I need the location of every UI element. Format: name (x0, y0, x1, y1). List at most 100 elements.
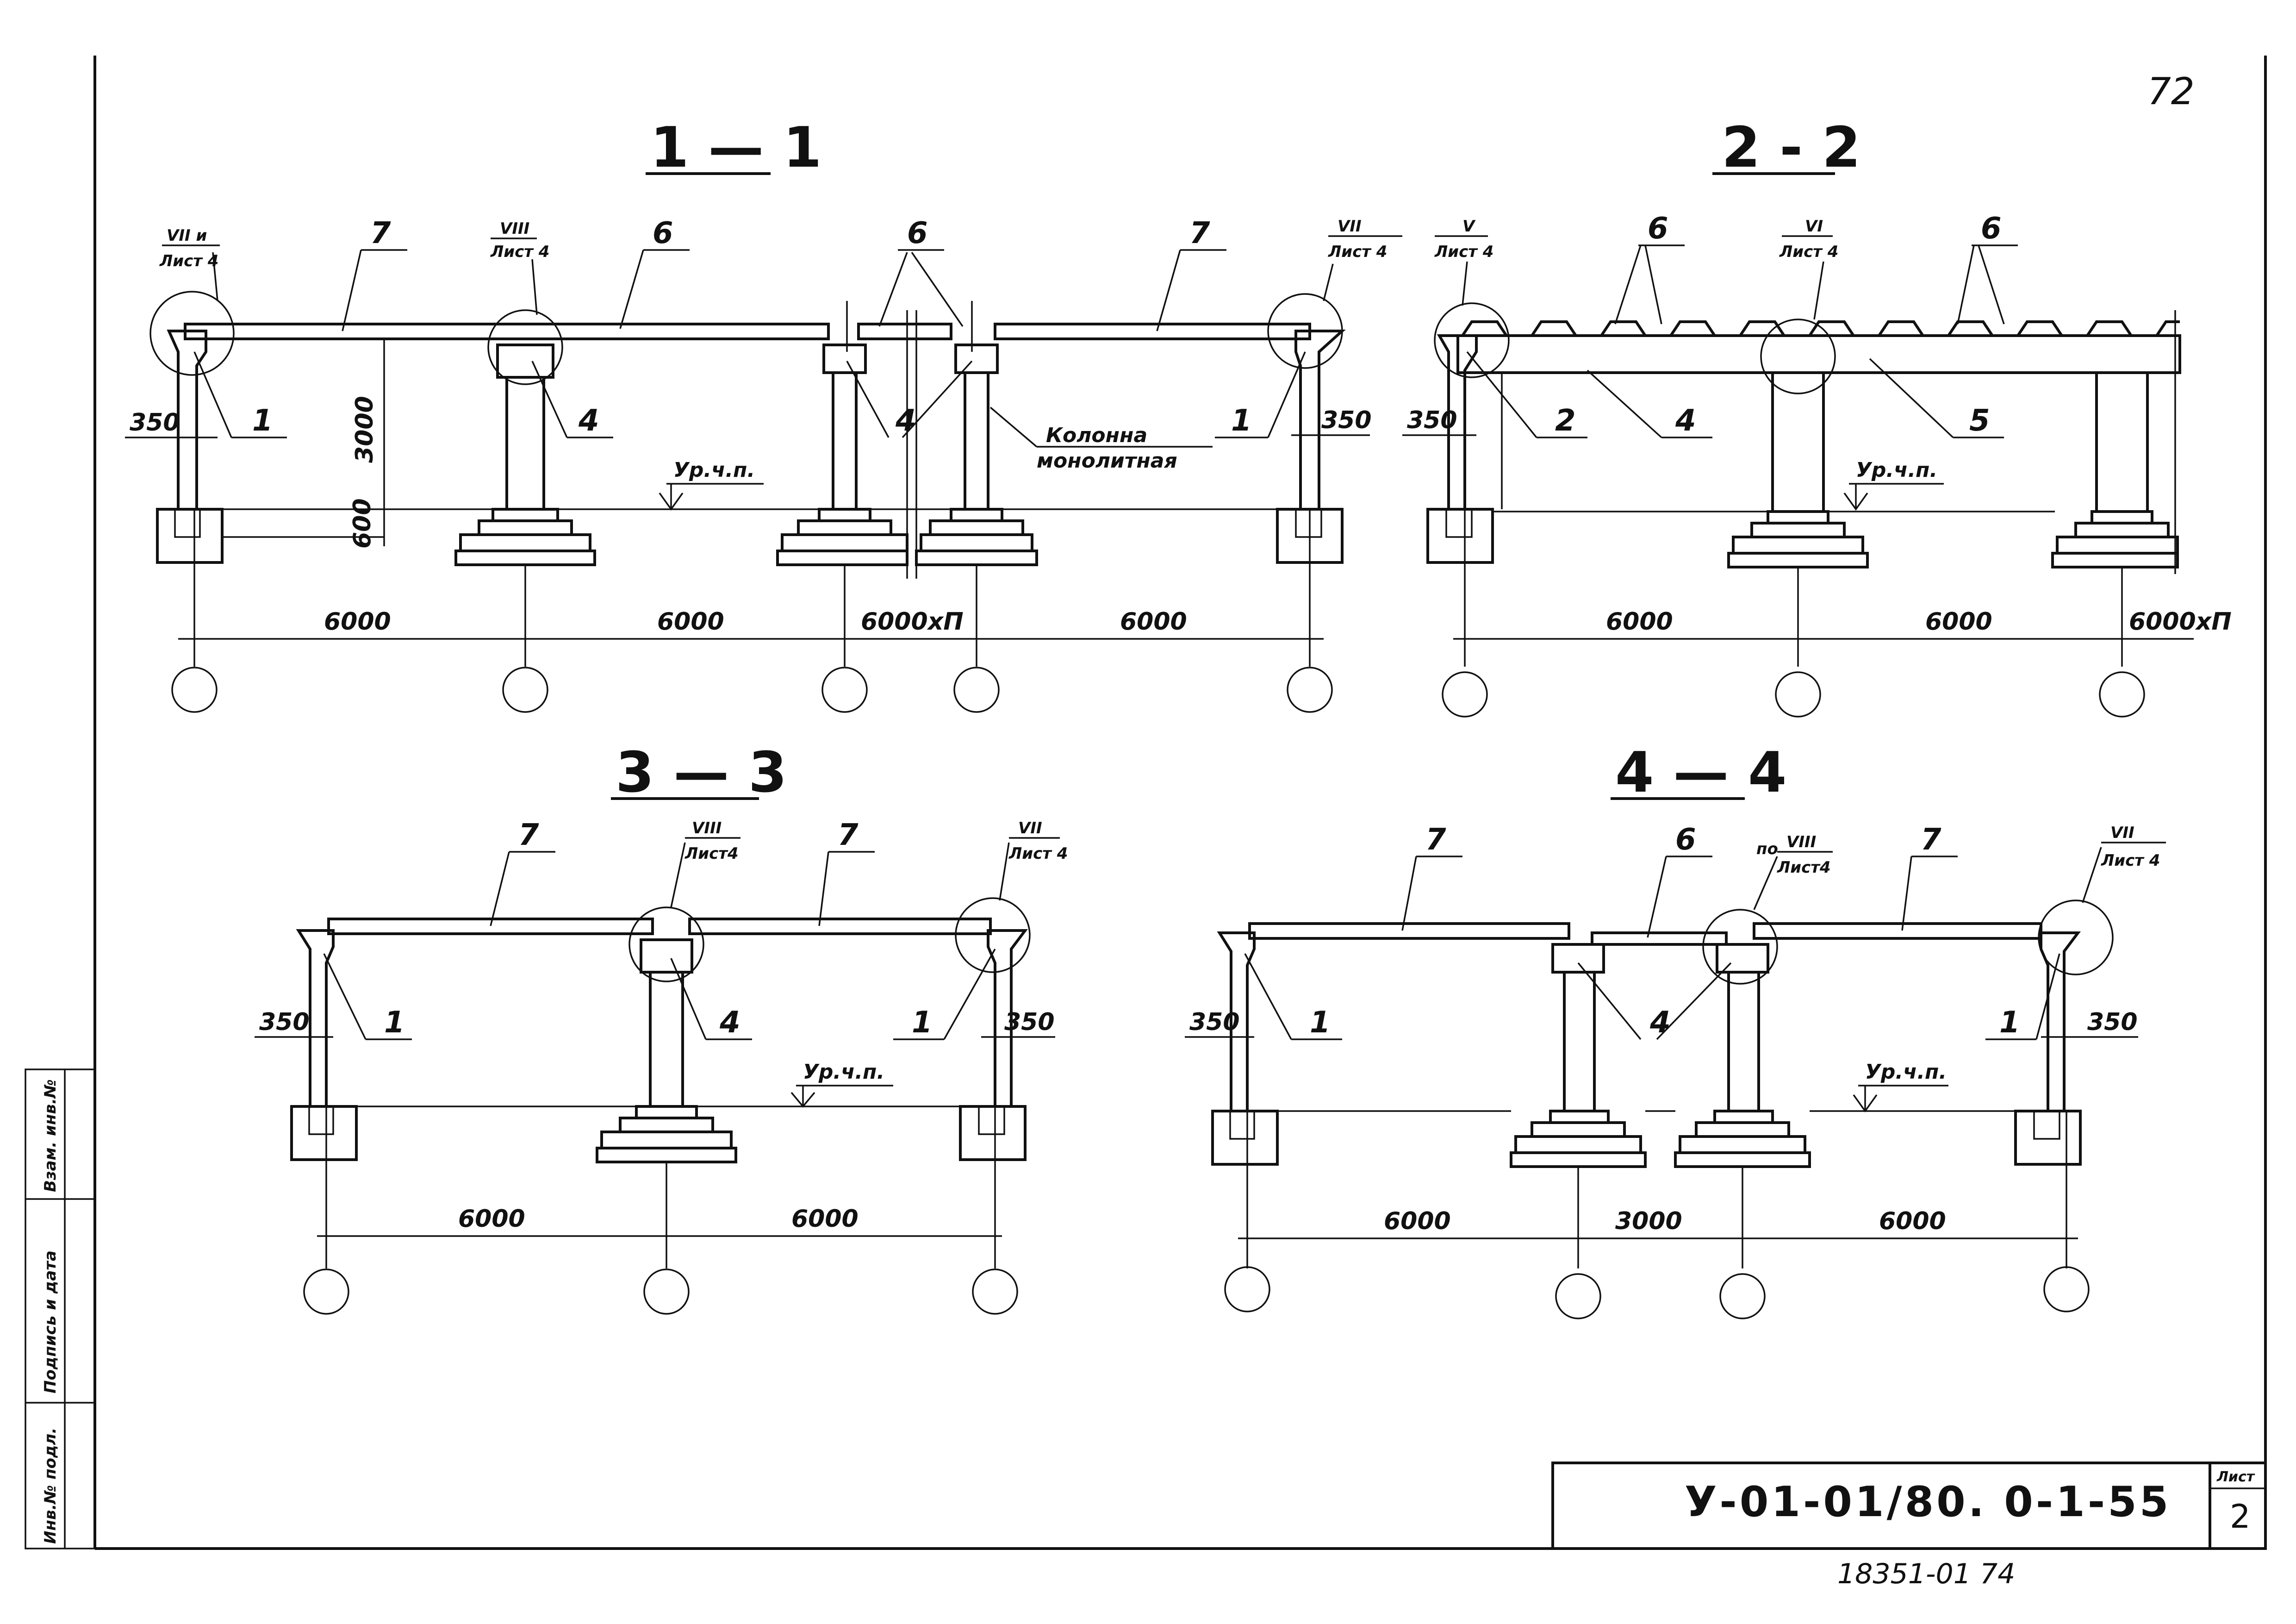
node-label: VIII (692, 819, 722, 837)
drawing-code: У-01-01/80. 0-1-55 (1685, 1478, 2171, 1526)
axis-bubble (2099, 671, 2145, 718)
mark-7: 7 (1189, 216, 1210, 250)
axis-bubble (1775, 671, 1821, 718)
axis-bubble (1555, 1273, 1601, 1319)
span-dim: 6000 (657, 608, 724, 636)
span-dim: 6000 (1384, 1207, 1451, 1235)
mark-7: 7 (370, 216, 391, 250)
span-dim: 6000 (458, 1205, 525, 1233)
dim-350: 350 (1189, 1008, 1240, 1036)
mark-1: 1 (1999, 1006, 2020, 1040)
span-dim: 6000 (1925, 608, 1992, 636)
sheet-frame (93, 56, 2267, 1550)
mark-1: 1 (384, 1006, 405, 1040)
mark-1: 1 (252, 404, 273, 438)
span-dim: 6000 (1120, 608, 1187, 636)
node-label: VII (1338, 217, 1362, 236)
dim-600: 600 (348, 498, 376, 549)
node-sheet: Лист 4 (1434, 243, 1493, 261)
axis-bubble (1224, 1266, 1270, 1312)
mark-6: 6 (1981, 212, 2002, 246)
axis-bubble (643, 1268, 690, 1315)
mark-4: 4 (1649, 1006, 1671, 1040)
node-sheet: Лист4 (684, 844, 739, 863)
axis-bubble (502, 667, 548, 713)
node-label: VII (1018, 819, 1042, 837)
axis-bubble (1287, 667, 1333, 713)
node-sheet: Лист 4 (159, 252, 218, 270)
node-sheet: Лист4 (1777, 858, 1831, 877)
node-sheet: Лист 4 (1779, 243, 1838, 261)
axis-bubble (821, 667, 868, 713)
node-sheet: Лист 4 (490, 243, 549, 261)
span-dim: 6000хП (861, 608, 964, 636)
axis-bubble (1442, 671, 1488, 718)
mark-6: 6 (653, 216, 673, 250)
dim-350: 350 (130, 409, 180, 437)
mark-6: 6 (1648, 212, 1668, 246)
span-dim: 6000 (791, 1205, 859, 1233)
node-label: VIII (1786, 833, 1816, 851)
ground-level-label: Ур.ч.п. (1856, 458, 1937, 482)
page-number: 72 (2147, 70, 2195, 113)
span-dim: 6000 (324, 608, 391, 636)
node-prefix: по (1756, 840, 1778, 858)
sheet-number: 2 (2230, 1498, 2251, 1536)
span-dim: 6000хП (2129, 608, 2232, 636)
axis-bubble (1719, 1273, 1766, 1319)
section-2-2: 2 - 2 V Лист 4 VI Лист 4 6 (1402, 116, 2232, 718)
node-label: VI (1805, 217, 1823, 236)
ground-level-label: Ур.ч.п. (803, 1060, 884, 1084)
mark-1: 1 (1310, 1006, 1331, 1040)
node-label: VII и (167, 226, 207, 245)
section-title: 3 — 3 (616, 741, 787, 805)
span-dim: 6000 (1606, 608, 1673, 636)
mark-2: 2 (1555, 404, 1576, 438)
dim-350: 350 (1004, 1008, 1055, 1036)
node-sheet: Лист 4 (1008, 844, 1068, 863)
axis-bubble (972, 1268, 1018, 1315)
dim-350: 350 (1321, 406, 1372, 434)
column-note: Колонна (1046, 424, 1147, 447)
mark-7: 7 (1425, 823, 1446, 857)
mark-6: 6 (907, 216, 928, 250)
mark-4: 4 (578, 404, 599, 438)
mark-1: 1 (1231, 404, 1252, 438)
dim-350: 350 (2087, 1008, 2138, 1036)
mark-4: 4 (895, 404, 916, 438)
span-dim: 6000 (1879, 1207, 1946, 1235)
mark-4: 4 (1675, 404, 1696, 438)
mark-6: 6 (1675, 823, 1696, 857)
mark-7: 7 (838, 818, 859, 852)
mark-7: 7 (1921, 823, 1941, 857)
section-title: 2 - 2 (1722, 116, 1860, 180)
sheet-label: Лист (2216, 1469, 2255, 1485)
archive-number: 18351-01 74 (1837, 1558, 2015, 1590)
node-sheet: Лист 4 (1328, 243, 1387, 261)
side-field-inv: Инв.№ подл. (41, 1428, 60, 1544)
dim-3000: 3000 (351, 396, 379, 463)
dim-350: 350 (1407, 406, 1457, 434)
mark-5: 5 (1969, 404, 1990, 438)
axis-bubble (2043, 1266, 2090, 1312)
axis-bubble (303, 1268, 349, 1315)
axis-bubble (171, 667, 218, 713)
section-3-3: 3 — 3 VIII Лист4 VII Лист 4 7 7 1 (255, 741, 1068, 1315)
axis-bubble (953, 667, 1000, 713)
span-dim: 3000 (1615, 1207, 1682, 1235)
section-title: 4 — 4 (1615, 741, 1787, 805)
title-block: У-01-01/80. 0-1-55 Лист 2 18351-01 74 (1551, 1462, 2267, 1590)
side-field-replace: Взам. инв.№ (41, 1079, 60, 1192)
ground-level-label: Ур.ч.п. (1865, 1060, 1947, 1084)
mark-7: 7 (518, 818, 539, 852)
section-1-1: 1 — 1 (125, 116, 1402, 713)
mark-1: 1 (912, 1006, 933, 1040)
section-4-4: 4 — 4 по VIII Лист4 VII (1185, 741, 2166, 1319)
mark-4: 4 (719, 1006, 740, 1040)
node-label: V (1462, 217, 1476, 236)
node-label: VII (2110, 824, 2134, 842)
node-label: VIII (500, 219, 529, 238)
section-title: 1 — 1 (650, 116, 822, 180)
dim-350: 350 (259, 1008, 310, 1036)
